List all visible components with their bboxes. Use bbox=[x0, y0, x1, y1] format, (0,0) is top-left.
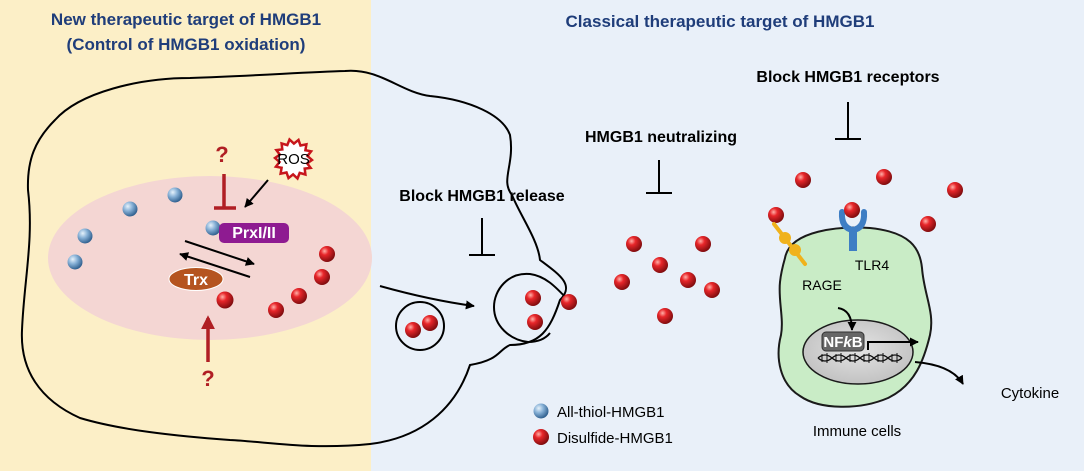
nfkb-box bbox=[821, 331, 865, 352]
disulfide-hmgb1-molecule bbox=[525, 290, 541, 306]
disulfide-hmgb1-molecule bbox=[695, 236, 711, 252]
disulfide-hmgb1-molecule bbox=[652, 257, 668, 273]
neutralizing-label: HMGB1 neutralizing bbox=[585, 129, 737, 146]
exocytosis-pit bbox=[492, 272, 569, 344]
disulfide-hmgb1-molecule bbox=[876, 169, 892, 185]
disulfide-hmgb1-molecule bbox=[527, 314, 543, 330]
nucleus bbox=[48, 176, 372, 340]
rage-receptor bbox=[772, 222, 807, 266]
release-arrow bbox=[379, 285, 475, 310]
all-thiol-hmgb1-molecule bbox=[205, 220, 221, 236]
disulfide-hmgb1-molecule bbox=[947, 182, 963, 198]
nfkb-prefix: NF bbox=[823, 334, 843, 351]
trx-oval bbox=[168, 267, 224, 291]
nfkb-italic: k bbox=[843, 334, 852, 351]
disulfide-hmgb1-molecule bbox=[314, 269, 330, 285]
dna-rungs bbox=[821, 353, 898, 363]
question-mark-bottom: ? bbox=[201, 366, 214, 391]
legend: All-thiol-HMGB1 Disulfide-HMGB1 bbox=[533, 403, 673, 447]
oxidation-arrow bbox=[184, 240, 255, 266]
left-title-line2: (Control of HMGB1 oxidation) bbox=[67, 35, 306, 54]
disulfide-hmgb1-molecule bbox=[216, 291, 234, 309]
legend-disulfide-swatch bbox=[533, 429, 549, 445]
nfkb-label: NFkB bbox=[823, 334, 862, 351]
legend-all-thiol-swatch bbox=[533, 403, 549, 419]
all-thiol-hmgb1-molecule bbox=[122, 201, 138, 217]
disulfide-hmgb1-molecule bbox=[614, 274, 630, 290]
tlr4-label: TLR4 bbox=[855, 257, 889, 273]
secretory-vesicle bbox=[395, 301, 445, 351]
cytokine-label: Cytokine bbox=[1001, 385, 1059, 402]
question-mark-top: ? bbox=[215, 142, 228, 167]
disulfide-hmgb1-molecule bbox=[626, 236, 642, 252]
immune-cell-nucleus bbox=[802, 319, 914, 385]
disulfide-hmgb1-molecule bbox=[561, 294, 577, 310]
trx-label: Trx bbox=[184, 272, 208, 289]
disulfide-hmgb1-molecule bbox=[291, 288, 307, 304]
prx-label: PrxI/II bbox=[232, 225, 276, 242]
immune-cells-label: Immune cells bbox=[813, 423, 901, 440]
right-panel-background bbox=[371, 0, 1084, 471]
nfkb-suffix: B bbox=[852, 334, 863, 351]
disulfide-hmgb1-molecule bbox=[405, 322, 421, 338]
disulfide-hmgb1-molecule bbox=[680, 272, 696, 288]
legend-disulfide-label: Disulfide-HMGB1 bbox=[557, 430, 673, 447]
ros-label: ROS bbox=[277, 151, 310, 168]
block-receptors-label: Block HMGB1 receptors bbox=[756, 69, 939, 86]
rage-label: RAGE bbox=[802, 277, 842, 293]
transcription-arrow bbox=[867, 337, 919, 350]
disulfide-hmgb1-molecule bbox=[704, 282, 720, 298]
disulfide-hmgb1-molecule bbox=[319, 246, 335, 262]
cytokine-arrow bbox=[914, 361, 964, 385]
disulfide-hmgb1-molecule bbox=[920, 216, 936, 232]
disulfide-hmgb1-molecule bbox=[657, 308, 673, 324]
disulfide-hmgb1-molecule bbox=[422, 315, 438, 331]
all-thiol-hmgb1-molecule bbox=[167, 187, 183, 203]
all-thiol-hmgb1-molecule bbox=[77, 228, 93, 244]
tlr4-receptor bbox=[838, 209, 868, 251]
ros-arrow bbox=[244, 179, 269, 208]
ros-starburst bbox=[272, 137, 315, 181]
left-title-line1: New therapeutic target of HMGB1 bbox=[51, 10, 321, 29]
legend-all-thiol-label: All-thiol-HMGB1 bbox=[557, 404, 665, 421]
disulfide-hmgb1-molecule bbox=[268, 302, 284, 318]
disulfide-hmgb1-molecule bbox=[844, 202, 860, 218]
dna-strand bbox=[817, 354, 903, 362]
all-thiol-hmgb1-molecule bbox=[67, 254, 83, 270]
reduction-arrow bbox=[179, 252, 251, 278]
right-title: Classical therapeutic target of HMGB1 bbox=[566, 12, 875, 31]
signaling-arrow bbox=[837, 307, 857, 331]
block-release-label: Block HMGB1 release bbox=[399, 188, 565, 205]
disulfide-hmgb1-molecule bbox=[768, 207, 784, 223]
disulfide-hmgb1-molecule bbox=[795, 172, 811, 188]
prx-box bbox=[219, 223, 289, 243]
